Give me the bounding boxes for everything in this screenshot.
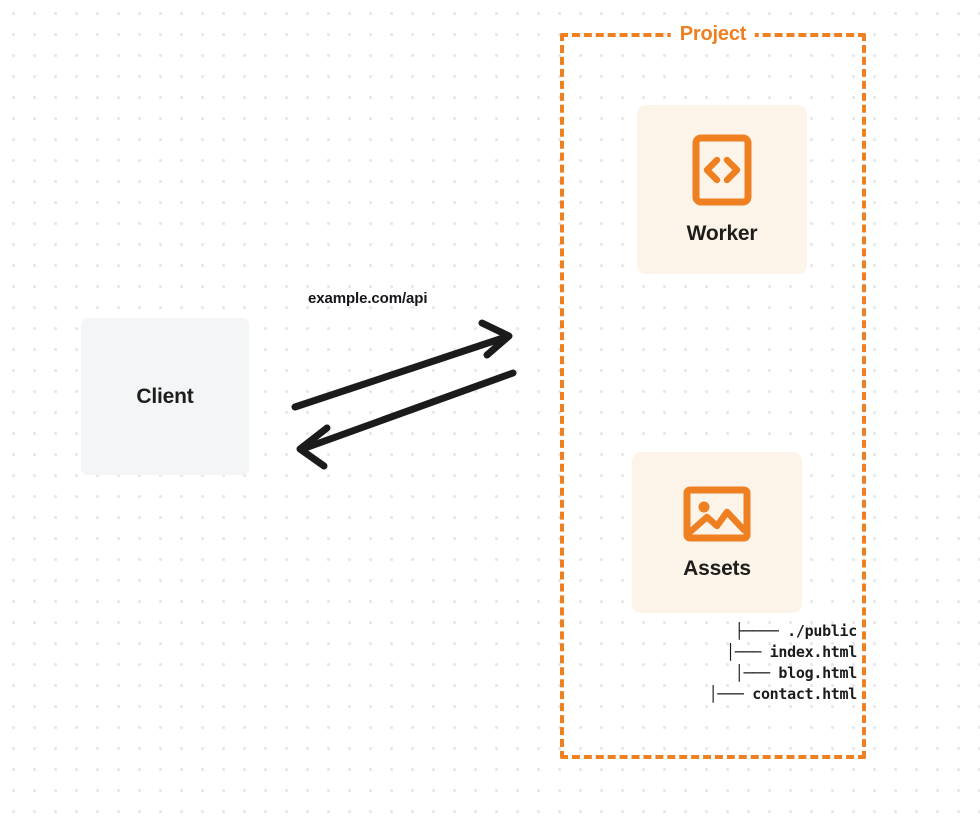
arrow-left-down-icon — [296, 369, 517, 470]
worker-card-label: Worker — [686, 221, 758, 245]
file-tree-row: │─── contact.html — [708, 685, 858, 703]
assets-file-tree: ├──── ./public │─── index.html │─── blog… — [612, 621, 858, 705]
code-brackets-icon — [692, 134, 752, 206]
assets-card-label: Assets — [683, 556, 751, 580]
project-title: Project — [670, 23, 756, 46]
file-tree-row: │─── index.html — [726, 643, 857, 661]
arrow-right-up-icon — [291, 319, 513, 411]
file-tree-row: │─── blog.html — [734, 664, 858, 682]
client-label: Client — [136, 384, 194, 408]
project-container: Project Worker Assets ├──── ./public │──… — [560, 23, 866, 759]
assets-card[interactable]: Assets — [632, 452, 802, 613]
client-project-connector — [270, 280, 530, 470]
request-url-label: example.com/api — [308, 290, 428, 307]
file-tree-row: ├──── ./public — [734, 622, 858, 640]
worker-card[interactable]: Worker — [637, 105, 807, 274]
image-icon — [683, 485, 751, 543]
client-node[interactable]: Client — [81, 318, 249, 475]
